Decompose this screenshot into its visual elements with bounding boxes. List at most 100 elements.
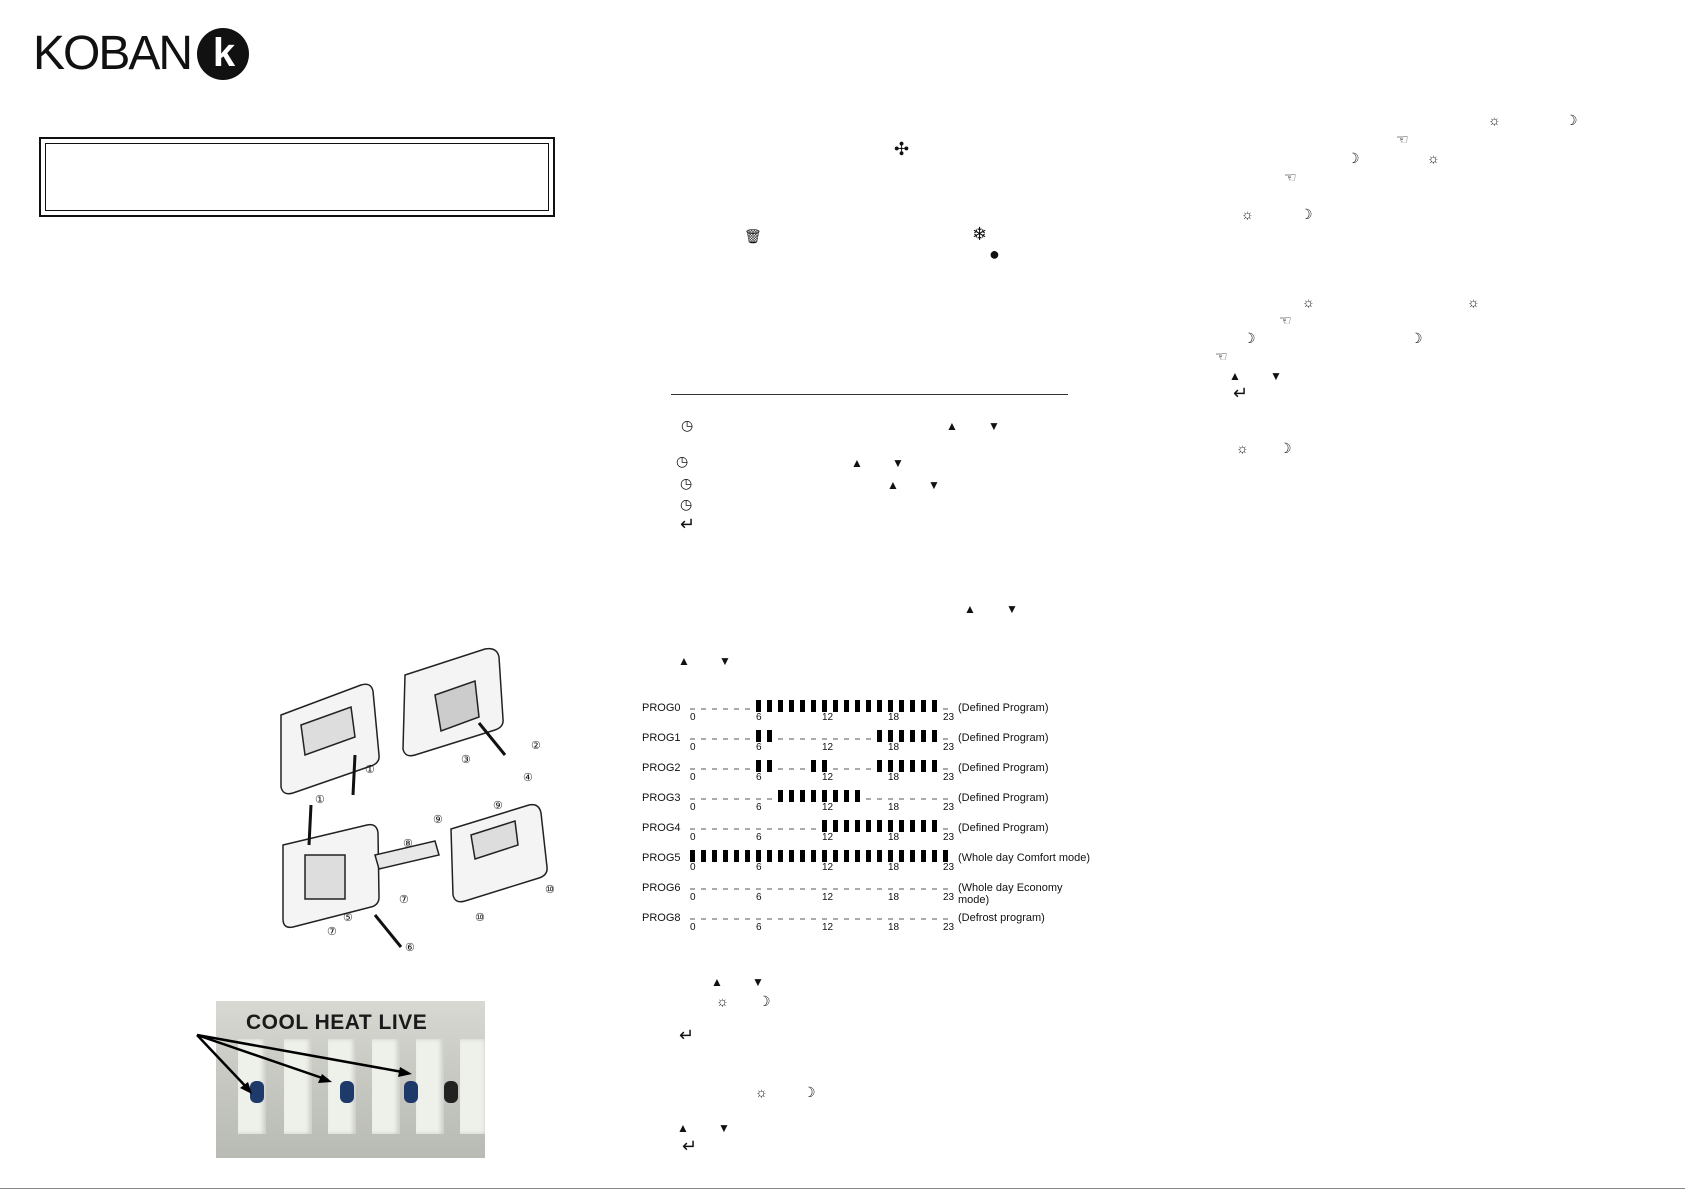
comfort-hour-bar — [844, 820, 849, 832]
program-name: PROG0 — [642, 702, 681, 714]
clock-icon: ◷ — [680, 496, 693, 512]
up-arrow-icon: ▲ — [678, 654, 690, 668]
photo-slat — [416, 1039, 444, 1134]
comfort-hour-bar — [800, 790, 805, 802]
program-note: (Whole day Economy mode) — [958, 882, 1063, 906]
comfort-hour-bar — [910, 730, 915, 742]
hour-tick-label: 6 — [756, 802, 762, 813]
moon-icon: ☽ — [1410, 330, 1423, 346]
comfort-hour-bar — [910, 700, 915, 712]
hour-tick-label: 18 — [888, 742, 900, 753]
comfort-hour-bar — [767, 700, 772, 712]
program-timeline — [690, 760, 948, 772]
enter-icon: ↵ — [1233, 383, 1249, 403]
figure-label: ⑦ — [399, 894, 409, 906]
comfort-hour-bar — [811, 700, 816, 712]
thermostat-screen-shape — [300, 705, 356, 757]
hand-icon: ☜ — [1215, 348, 1228, 364]
hour-tick-label: 18 — [888, 832, 900, 843]
figure-label: ⑤ — [343, 912, 353, 924]
down-arrow-icon: ▼ — [988, 419, 1000, 433]
enter-icon: ↵ — [680, 514, 696, 534]
program-name: PROG5 — [642, 852, 681, 864]
comfort-hour-bar — [734, 850, 739, 862]
figure-label: ⑩ — [475, 912, 485, 924]
program-name: PROG8 — [642, 912, 681, 924]
comfort-hour-bar — [778, 850, 783, 862]
comfort-hour-bar — [833, 850, 838, 862]
hour-tick-label: 23 — [943, 712, 955, 723]
comfort-hour-bar — [921, 730, 926, 742]
clock-icon: ◷ — [680, 475, 693, 491]
hour-tick-label: 6 — [756, 862, 762, 873]
title-frame — [39, 137, 555, 217]
program-name: PROG3 — [642, 792, 681, 804]
comfort-hour-bar — [932, 820, 937, 832]
up-arrow-icon: ▲ — [946, 419, 958, 433]
program-timeline — [690, 730, 948, 742]
comfort-hour-bar — [866, 700, 871, 712]
comfort-hour-bar — [888, 760, 893, 772]
hour-tick-label: 12 — [822, 742, 834, 753]
hour-tick-label: 12 — [822, 802, 834, 813]
hour-tick-label: 0 — [690, 772, 696, 783]
thermostat-closed-shape — [450, 803, 548, 903]
comfort-hour-bar — [712, 850, 717, 862]
koban-logo: KOBAN k — [33, 26, 250, 81]
down-arrow-icon: ▼ — [928, 478, 940, 492]
figure-label: ⑩ — [545, 884, 555, 896]
comfort-hour-bar — [833, 790, 838, 802]
program-name: PROG6 — [642, 882, 681, 894]
figure-number-labels: ① ① ② ③ ④ ⑤ ⑥ ⑦ ⑦ ⑧ ⑨ ⑨ ⑩ ⑩ — [315, 740, 555, 954]
figure-label: ⑨ — [433, 814, 443, 826]
figure-label: ⑥ — [405, 942, 415, 954]
moon-icon: ☽ — [1347, 150, 1360, 166]
section-rule — [671, 394, 1068, 395]
hour-tick-label: 0 — [690, 892, 696, 903]
enter-icon: ↵ — [682, 1136, 698, 1156]
hour-tick-label: 23 — [943, 892, 955, 903]
hour-tick-label: 12 — [822, 832, 834, 843]
photo-slat — [372, 1039, 400, 1134]
comfort-hour-bar — [932, 700, 937, 712]
program-timeline — [690, 790, 948, 802]
comfort-hour-bar — [789, 850, 794, 862]
comfort-hour-bar — [778, 700, 783, 712]
hour-tick-label: 0 — [690, 802, 696, 813]
hour-tick-label: 0 — [690, 832, 696, 843]
terminal-hole — [340, 1081, 354, 1103]
hour-tick-label: 12 — [822, 922, 834, 933]
comfort-hour-bar — [822, 790, 827, 802]
figure-label: ④ — [523, 772, 533, 784]
photo-slat — [460, 1039, 485, 1134]
comfort-hour-bar — [756, 850, 761, 862]
hour-tick-label: 23 — [943, 832, 955, 843]
down-arrow-icon: ▼ — [752, 975, 764, 989]
comfort-hour-bar — [932, 760, 937, 772]
comfort-hour-bar — [855, 790, 860, 802]
hour-tick-label: 0 — [690, 922, 696, 933]
terminal-hole — [250, 1081, 264, 1103]
program-timeline — [690, 700, 948, 712]
hour-tick-label: 23 — [943, 742, 955, 753]
comfort-hour-bar — [789, 700, 794, 712]
hour-tick-label: 23 — [943, 862, 955, 873]
hour-tick-label: 18 — [888, 892, 900, 903]
fan-icon: ✣ — [894, 139, 910, 159]
sun-icon: ☼ — [716, 993, 729, 1009]
battery-shape — [374, 840, 440, 870]
program-timeline — [690, 850, 948, 862]
down-arrow-icon: ▼ — [719, 654, 731, 668]
dot-icon: ● — [989, 244, 1000, 264]
moon-icon: ☽ — [758, 993, 771, 1009]
down-arrow-icon: ▼ — [1006, 602, 1018, 616]
hour-tick-label: 6 — [756, 742, 762, 753]
hour-tick-label: 18 — [888, 712, 900, 723]
comfort-hour-bar — [921, 700, 926, 712]
hour-tick-label: 6 — [756, 832, 762, 843]
comfort-hour-bar — [899, 730, 904, 742]
hour-tick-label: 18 — [888, 862, 900, 873]
up-arrow-icon: ▲ — [711, 975, 723, 989]
